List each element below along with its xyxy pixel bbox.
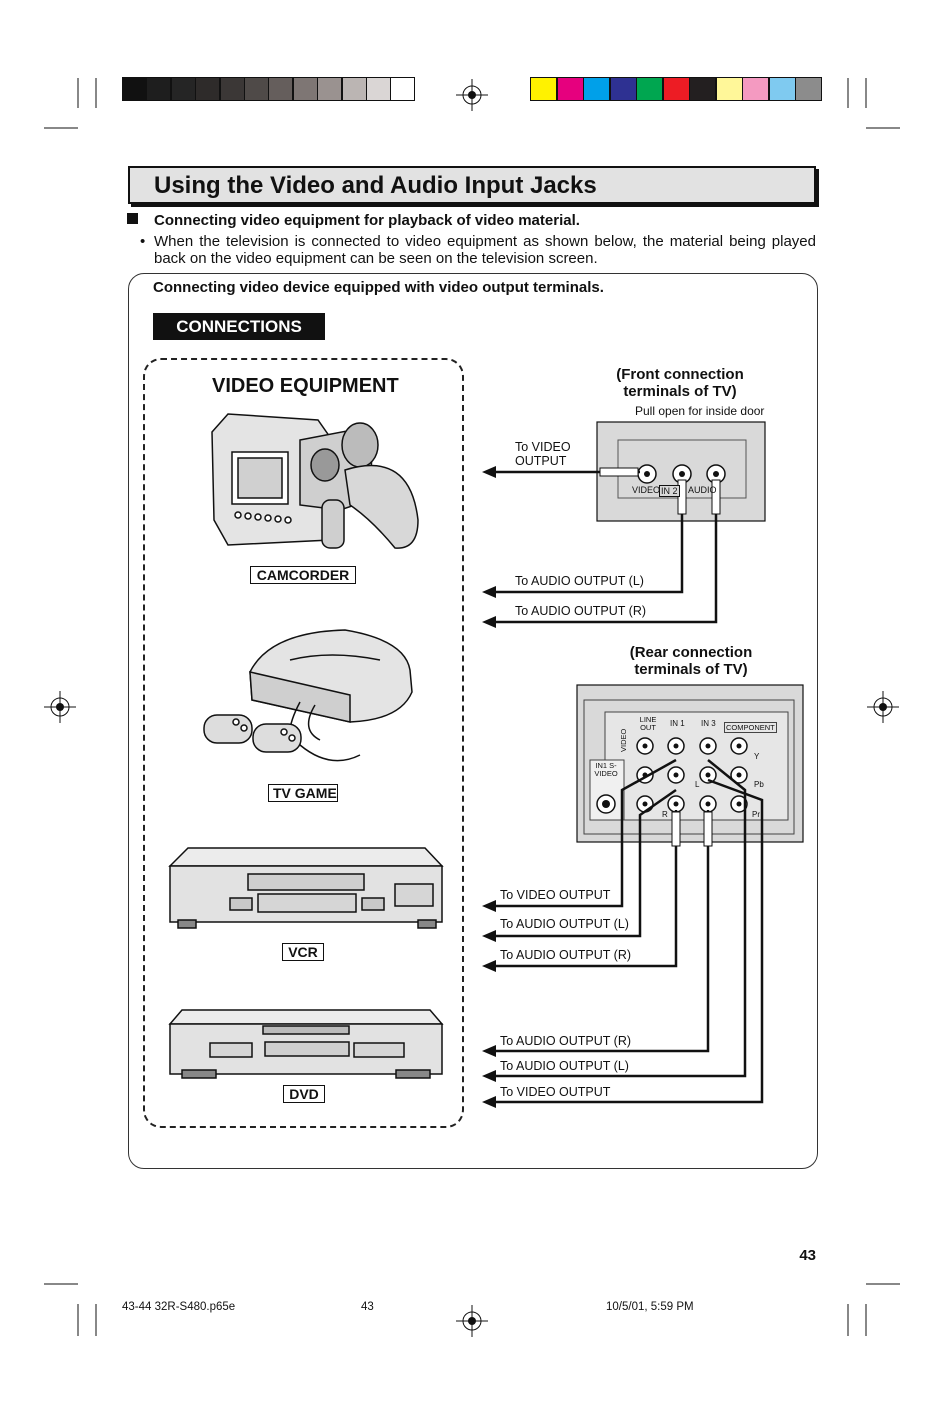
box-heading: Connecting video device equipped with vi…	[153, 279, 604, 296]
page-title: Using the Video and Audio Input Jacks	[154, 172, 597, 199]
front-connection-heading: (Front connection terminals of TV)	[616, 366, 744, 400]
rear-in1-to-audio-r-label: To AUDIO OUTPUT (R)	[500, 948, 632, 962]
vcr-icon	[168, 847, 444, 929]
rear-in1-svideo-label: IN1 S-VIDEO	[594, 761, 618, 778]
rear-pr-label: Pr	[752, 810, 760, 819]
rear-in3-label: IN 3	[701, 719, 716, 728]
door-note: Pull open for inside door	[635, 404, 765, 418]
front-jack-audio-label: AUDIO	[688, 485, 717, 495]
camcorder-label: CAMCORDER	[250, 566, 356, 584]
rear-in3-to-video-label: To VIDEO OUTPUT	[500, 1085, 611, 1099]
rear-line-out-label: LINE OUT	[639, 715, 657, 732]
footer-page: 43	[361, 1301, 374, 1313]
gray-swatch	[195, 77, 221, 101]
page-number: 43	[799, 1247, 816, 1264]
video-equipment-area	[143, 358, 464, 1128]
color-swatch	[742, 77, 769, 101]
diagram-frame	[128, 273, 818, 1169]
dvd-player-icon	[168, 1009, 444, 1079]
rear-in1-to-video-label: To VIDEO OUTPUT	[500, 888, 611, 902]
front-to-audio-l-label: To AUDIO OUTPUT (L)	[515, 574, 644, 588]
color-swatch	[636, 77, 663, 101]
front-jack-in2-label: IN 2	[659, 485, 680, 497]
rear-l-label: L	[695, 780, 700, 789]
vcr-label: VCR	[282, 943, 324, 961]
rear-r-label: R	[662, 810, 668, 819]
color-swatch	[795, 77, 822, 101]
footer-file: 43-44 32R-S480.p65e	[122, 1301, 236, 1313]
color-swatch	[768, 77, 796, 101]
bullet-dot-icon: •	[140, 233, 146, 250]
color-swatch	[662, 77, 690, 101]
color-swatch	[715, 77, 743, 101]
front-to-audio-r-label: To AUDIO OUTPUT (R)	[515, 604, 647, 618]
gray-swatch	[244, 77, 269, 101]
dvd-label: DVD	[283, 1085, 325, 1103]
square-bullet-icon	[127, 213, 138, 224]
front-to-video-label: To VIDEO OUTPUT	[515, 440, 571, 468]
rear-in3-to-audio-r-label: To AUDIO OUTPUT (R)	[500, 1034, 632, 1048]
footer-datetime: 10/5/01, 5:59 PM	[606, 1301, 694, 1313]
rear-y-label: Y	[754, 752, 760, 761]
gray-swatch	[146, 77, 172, 101]
bullet-text: When the television is connected to vide…	[154, 233, 816, 267]
gray-swatch	[390, 77, 416, 101]
rear-in1-label: IN 1	[670, 719, 685, 728]
tv-game-console-icon	[203, 629, 413, 762]
gray-swatch	[219, 77, 245, 101]
rear-pb-label: Pb	[754, 780, 764, 789]
camcorder-icon	[211, 413, 419, 549]
connections-label: CONNECTIONS	[153, 313, 325, 340]
tv-game-label: TV GAME	[268, 784, 338, 802]
rear-video-label: VIDEO	[619, 728, 628, 752]
section-heading: Connecting video equipment for playback …	[154, 212, 580, 229]
rear-in3-to-audio-l-label: To AUDIO OUTPUT (L)	[500, 1059, 629, 1073]
page-title-box: Using the Video and Audio Input Jacks	[128, 166, 816, 204]
gray-swatch	[268, 77, 294, 101]
gray-swatch	[292, 77, 318, 101]
gray-swatch	[366, 77, 391, 101]
front-jack-video-label: VIDEO	[632, 485, 661, 495]
rear-component-label: COMPONENT	[724, 722, 777, 733]
rear-connection-heading: (Rear connection terminals of TV)	[629, 644, 753, 678]
gray-swatch	[170, 77, 196, 101]
rear-in1-to-audio-l-label: To AUDIO OUTPUT (L)	[500, 917, 629, 931]
video-equipment-title: VIDEO EQUIPMENT	[212, 375, 399, 397]
